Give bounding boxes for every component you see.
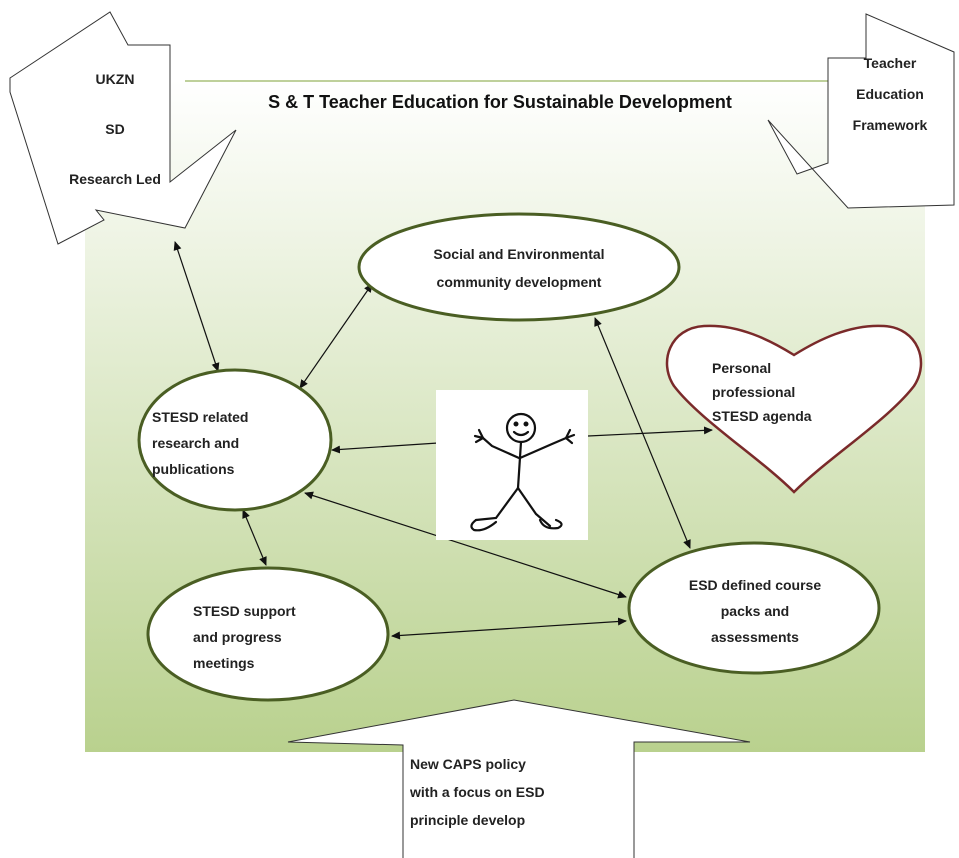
arrow-social-research: [299, 283, 373, 389]
node-support-shape: [146, 566, 390, 702]
course-line-1: ESD defined course: [688, 577, 822, 593]
caps-line-1: New CAPS policy: [410, 756, 526, 772]
course-line-3: assessments: [711, 629, 799, 645]
ukzn-line-1: UKZN: [95, 71, 135, 87]
arrow-image-research: [331, 442, 439, 454]
social-line-2: community development: [436, 274, 602, 290]
diagram-title: S & T Teacher Education for Sustainable …: [268, 92, 732, 112]
node-personal-label: Personal professional STESD agenda: [712, 356, 872, 428]
support-line-1: STESD support: [193, 603, 296, 619]
framework-line-3: Framework: [852, 117, 928, 133]
course-line-2: packs and: [720, 603, 790, 619]
research-line-1: STESD related: [152, 409, 249, 425]
caps-callout-label: New CAPS policy with a focus on ESD prin…: [410, 750, 580, 834]
arrow-support-course: [391, 617, 627, 640]
node-personal-heart: [665, 324, 923, 494]
framework-line-2: Education: [856, 86, 924, 102]
ukzn-line-2: SD: [105, 121, 125, 137]
research-line-3: publications: [152, 461, 235, 477]
framework-line-1: Teacher: [863, 55, 917, 71]
social-line-1: Social and Environmental: [433, 246, 605, 262]
node-support-label: STESD support and progress meetings: [193, 598, 343, 676]
arrow-social-course: [594, 317, 691, 549]
personal-line-3: STESD agenda: [712, 408, 812, 424]
node-research-label: STESD related research and publications: [152, 404, 302, 482]
framework-callout-shape: [767, 13, 955, 209]
caps-callout-arrow: [287, 699, 751, 858]
ukzn-callout-label: UKZN SD Research Led: [40, 54, 190, 204]
arrow-research-support: [242, 509, 267, 566]
caps-line-2: with a focus on ESD: [410, 784, 545, 800]
support-line-2: and progress: [193, 629, 282, 645]
node-social-label: Social and Environmental community devel…: [379, 240, 659, 296]
arrow-research-course: [304, 491, 627, 599]
ukzn-line-3: Research Led: [69, 171, 161, 187]
personal-line-1: Personal: [712, 360, 772, 376]
stick-figure-frame: [436, 390, 588, 540]
caps-line-3: principle develop: [410, 812, 526, 828]
node-course-shape: [627, 541, 881, 675]
framework-callout-label: Teacher Education Framework: [820, 48, 959, 141]
connectors: [173, 241, 713, 640]
personal-line-2: professional: [712, 384, 796, 400]
research-line-2: research and: [152, 435, 240, 451]
node-research-shape: [137, 368, 333, 512]
stick-figure-image: [470, 412, 576, 532]
arrow-ukzn-research: [173, 241, 220, 372]
support-line-3: meetings: [193, 655, 255, 671]
node-course-label: ESD defined course packs and assessments: [660, 572, 850, 650]
node-social-shape: [357, 212, 681, 322]
ukzn-callout-shape: [9, 11, 237, 245]
